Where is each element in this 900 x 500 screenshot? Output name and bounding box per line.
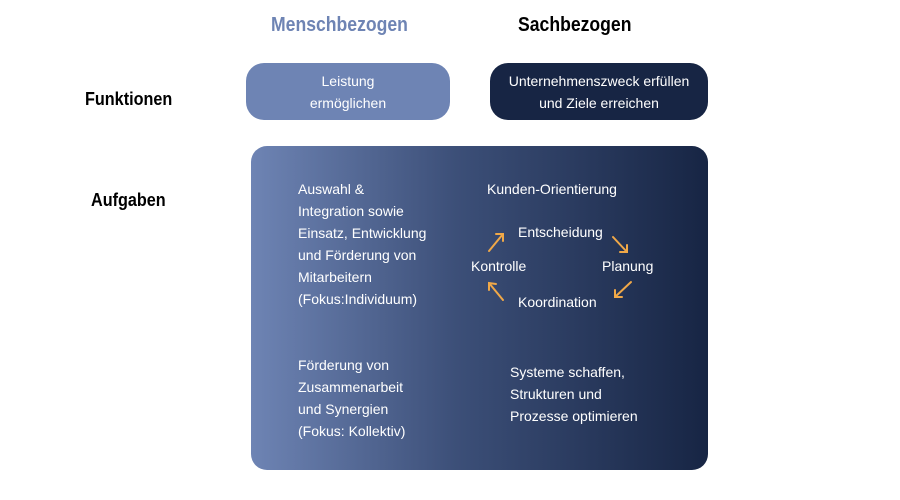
arrow-icon-to-kontrolle bbox=[488, 281, 504, 301]
task-customer-orientation: Kunden-Orientierung bbox=[487, 181, 617, 197]
function-human-box: Leistung ermöglichen bbox=[246, 63, 450, 120]
arrow-icon-to-entscheidung bbox=[488, 233, 504, 252]
tasks-panel bbox=[251, 146, 708, 470]
column-header-sachbezogen: Sachbezogen bbox=[518, 14, 632, 36]
task-systems: Systeme schaffen, Strukturen und Prozess… bbox=[510, 364, 638, 424]
arrow-icon-to-planung bbox=[612, 236, 628, 253]
cycle-entscheidung: Entscheidung bbox=[518, 224, 603, 240]
row-label-aufgaben: Aufgaben bbox=[91, 190, 166, 210]
task-human-collective: Förderung von Zusammenarbeit und Synergi… bbox=[298, 357, 406, 439]
cycle-kontrolle: Kontrolle bbox=[471, 258, 527, 274]
row-label-funktionen: Funktionen bbox=[85, 89, 173, 109]
cycle-koordination: Koordination bbox=[518, 294, 597, 310]
column-header-menschbezogen: Menschbezogen bbox=[271, 14, 408, 36]
task-human-individual: Auswahl & Integration sowie Einsatz, Ent… bbox=[298, 181, 427, 307]
function-task-box: Unternehmenszweck erfüllen und Ziele err… bbox=[490, 63, 708, 120]
cycle-planung: Planung bbox=[602, 258, 654, 274]
arrow-icon-to-koordination bbox=[614, 281, 632, 298]
